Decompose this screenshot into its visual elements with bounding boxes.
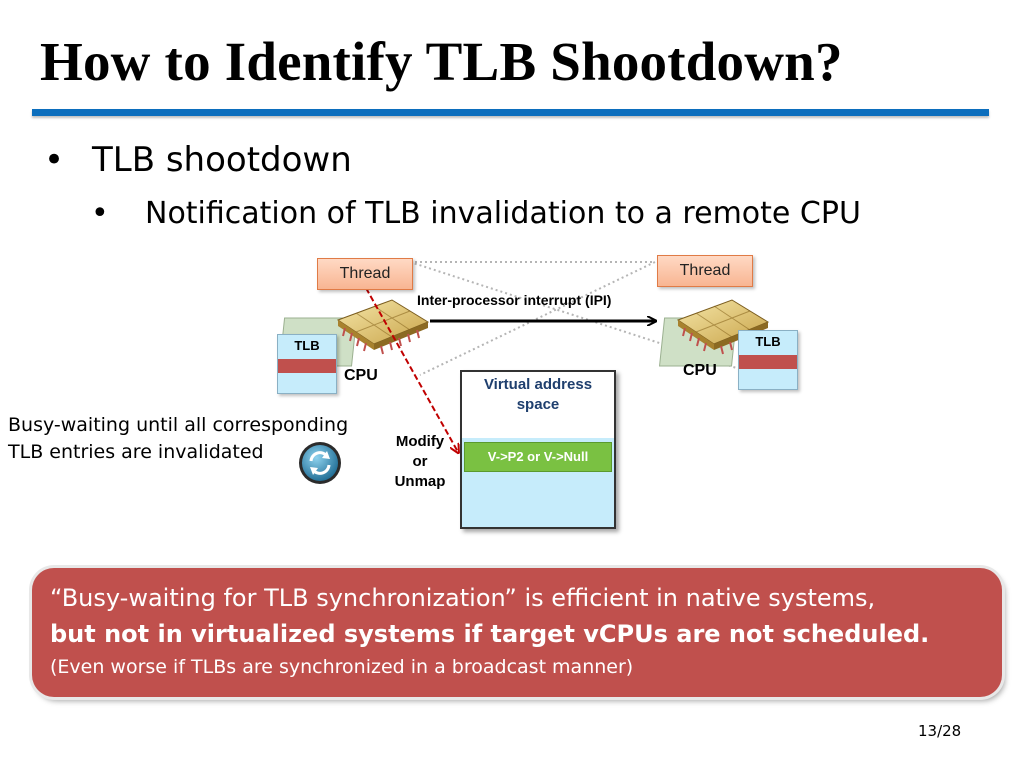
left-thread-box: Thread: [317, 258, 413, 290]
right-thread-box: Thread: [657, 255, 753, 287]
bullet-level1: • TLB shootdown: [44, 140, 352, 180]
bullet-marker: •: [91, 196, 109, 231]
modify-arrow: [365, 287, 458, 452]
bullet-text: Notification of TLB invalidation to a re…: [145, 196, 861, 231]
sync-icon: [299, 442, 341, 484]
right-tlb-label: TLB: [755, 334, 781, 349]
busy-line-1: Busy-waiting until all corresponding: [8, 414, 349, 436]
bullet-marker: •: [44, 140, 65, 180]
left-cpu-label: CPU: [344, 367, 378, 384]
right-tlb-invalid-entry: [739, 355, 797, 369]
slide-title: How to Identify TLB Shootdown?: [40, 31, 843, 92]
callout-line-1: “Busy-waiting for TLB synchronization” i…: [50, 584, 876, 612]
conclusion-callout: “Busy-waiting for TLB synchronization” i…: [32, 568, 1002, 697]
bullet-level2: • Notification of TLB invalidation to a r…: [91, 196, 861, 231]
left-tlb-invalid-entry: [278, 359, 336, 373]
page-number: 13/28: [918, 722, 962, 740]
callout-line-2: but not in virtualized systems if target…: [50, 620, 930, 648]
left-tlb: TLB: [277, 334, 337, 394]
title-divider: [32, 109, 989, 116]
busy-waiting-note: Busy-waiting until all corresponding TLB…: [8, 412, 348, 466]
callout-line-3: (Even worse if TLBs are synchronized in …: [50, 656, 634, 678]
left-tlb-label: TLB: [294, 338, 320, 353]
page-table-entry: V->P2 or V->Null: [464, 442, 612, 472]
ipi-label: Inter-processor interrupt (IPI): [417, 292, 612, 308]
bullet-text: TLB shootdown: [92, 140, 352, 180]
right-tlb: TLB: [738, 330, 798, 390]
right-cpu-label: CPU: [683, 362, 717, 379]
busy-line-2: TLB entries are invalidated: [8, 441, 264, 463]
dotted-connector-lines: [409, 261, 759, 376]
